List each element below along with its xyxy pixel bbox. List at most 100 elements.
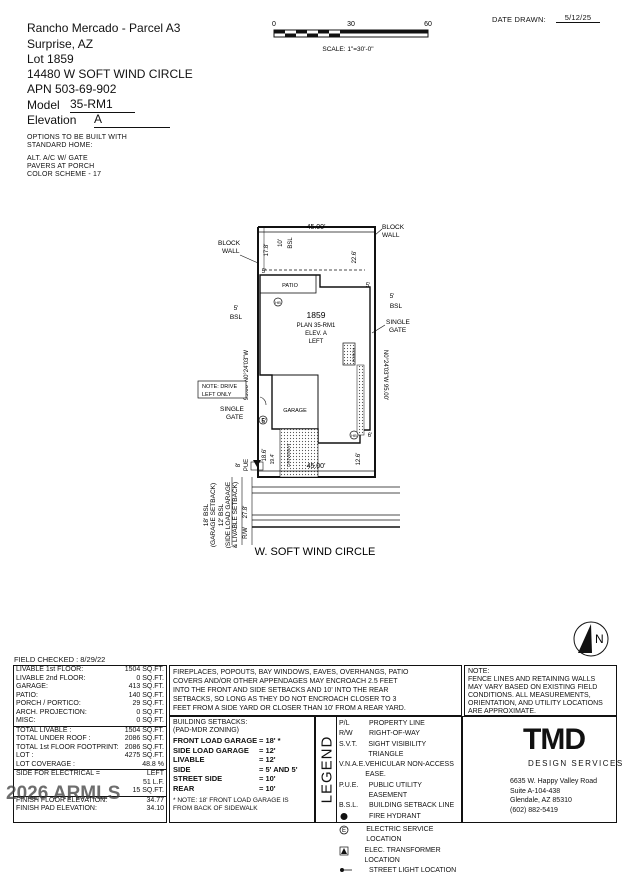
rot-1: 18' BSL [203, 503, 210, 526]
area-row: PATIO:140 SQ.FT. [14, 692, 166, 701]
electric-service-icon: E [339, 825, 349, 835]
bsl-left-num: 5' [234, 305, 239, 312]
lot-boundary [257, 226, 376, 478]
legend-text: RIGHT-OF-WAY [369, 730, 420, 738]
legend-key: V.N.A.E. [339, 761, 366, 769]
north-letter: N [595, 632, 604, 646]
fence-1: NOTE: [468, 668, 490, 675]
total-row-label: LOT : [16, 752, 34, 759]
transformer-icon [339, 846, 349, 855]
total-row: TOTAL 1st FLOOR FOOTPRINT:2086 SQ.FT. [14, 744, 166, 753]
bearing-left: 95.00' N0°24'03"W [244, 350, 250, 401]
legend-text: ELEC. TRANSFORMER LOCATION [364, 846, 441, 864]
svg-text:E: E [342, 828, 346, 834]
setbacks-note-1: * NOTE: 18' FRONT LOAD GARAGE IS [173, 797, 289, 804]
bsl-right: BSL [390, 303, 403, 310]
setbacks-box: BUILDING SETBACKS: (PAD-MDR ZONING) FRON… [169, 716, 315, 823]
area-row: PORCH / PORTICO:29 SQ.FT. [14, 700, 166, 709]
area-row-label: MISC: [16, 717, 36, 724]
elevation-row-value: 34.77 [146, 796, 164, 804]
legend-key: E [339, 825, 366, 846]
apn: APN 503-69-902 [27, 82, 117, 96]
setback-label: REAR [173, 783, 195, 793]
company-address-3: Glendale, AZ 85310 [510, 797, 572, 804]
elevation-value: A [94, 112, 170, 128]
setback-row: LIVABLE= 12' [173, 755, 311, 765]
company-address-1: 6635 W. Happy Valley Road [510, 778, 598, 785]
setback-label: SIDE LOAD GARAGE [173, 745, 249, 755]
setback-label: LIVABLE [173, 755, 205, 764]
fence-3: MAY VARY BASED ON EXISTING FIELD [468, 684, 598, 691]
setback-row: SIDE = 5' AND 5' [173, 765, 311, 775]
model-label: Model [27, 98, 60, 112]
setbacks-title-2: (PAD-MDR ZONING) [173, 727, 239, 734]
company-address-4: (602) 882-5419 [510, 806, 558, 814]
legend-key: B.S.L. [339, 802, 359, 810]
total-row-label: TOTAL UNDER ROOF : [16, 735, 91, 742]
area-row: LIVABLE 1st FLOOR:1504 SQ.FT. [14, 666, 166, 675]
north-arrow-icon: N [573, 621, 609, 657]
legend-key: S.V.T. [339, 740, 358, 748]
driveway [279, 428, 319, 478]
hb-bottom: HB [351, 433, 357, 438]
area-table: LIVABLE 1st FLOOR:1504 SQ.FT.LIVABLE 2nd… [13, 665, 167, 823]
company-box: TMD DESIGN SERVICES 6635 W. Happy Valley… [462, 716, 622, 823]
electric-row-value: 51 L.F. [142, 778, 164, 786]
electric-row: SIDE FOR ELECTRICAL =LEFT [14, 770, 166, 779]
pue: PUE [244, 459, 250, 471]
electric-row: 15 SQ.FT. [14, 787, 166, 796]
legend-key [339, 812, 369, 825]
legend-text: STREET LIGHT LOCATION [369, 867, 457, 875]
area-row: MISC: 0 SQ.FT. [14, 717, 166, 726]
setback-value: = 5' AND 5' [259, 764, 298, 774]
setback-label: SIDE [173, 764, 191, 774]
setback-row: REAR = 10' [173, 784, 311, 794]
legend-key: P/L [339, 720, 350, 727]
street-name: W. SOFT WIND CIRCLE [255, 546, 376, 558]
company-logo: TMD [523, 723, 586, 756]
option-3: COLOR SCHEME - 17 [27, 171, 102, 178]
lot: Lot 1859 [27, 52, 74, 66]
electric-row-label: SIDE FOR ELECTRICAL = [16, 770, 100, 777]
area-row-value: 29 SQ.FT. [132, 700, 164, 707]
legend-key: P.U.E. [339, 781, 359, 789]
encroach-1: FIREPLACES, POPOUTS, BAY WINDOWS, EAVES,… [173, 669, 409, 676]
area-row: ARCH. PROJECTION:0 SQ.FT. [14, 709, 166, 718]
setback-value: = 10' [259, 783, 276, 793]
legend-title: LEGEND [318, 735, 336, 804]
patio-label: PATIO [282, 283, 298, 289]
plan-line-2: ELEV. A [305, 331, 327, 337]
area-row-value: 140 SQ.FT. [128, 691, 164, 699]
scale-label: SCALE: 1"=30'-0" [322, 46, 374, 53]
elevation-row: FINISH FLOOR ELEVATION: 34.77 [14, 797, 166, 806]
elevation-row-label: FINISH FLOOR ELEVATION: [16, 796, 108, 804]
note-drive-2: LEFT ONLY [202, 392, 232, 398]
company-subtitle: DESIGN SERVICES [528, 759, 624, 768]
fence-5: ORIENTATION, AND UTILITY LOCATIONS [468, 700, 603, 707]
block-wall-right-2: WALL [382, 232, 400, 239]
e-marker: E [261, 418, 265, 424]
project-name: Rancho Mercado - Parcel A3 [27, 21, 181, 35]
setback-row: STREET SIDE= 10' [173, 774, 311, 784]
single-gate-right-1: SINGLE [386, 319, 411, 326]
setback-12-6: 12.6' [356, 453, 362, 466]
six-right: 6' [368, 433, 372, 439]
rot-5: & LIVABLE SETBACK) [232, 482, 239, 548]
block-wall-left-2: WALL [222, 248, 240, 255]
total-row: LOT COVERAGE :48.8 % [14, 761, 166, 770]
area-row: GARAGE:413 SQ.FT. [14, 683, 166, 692]
setback-value: = 18' * [259, 736, 281, 745]
setback-10: 10' [278, 239, 284, 247]
hb-top: HB [275, 300, 281, 305]
electric-row: 51 L.F. [14, 779, 166, 788]
patio [259, 274, 317, 294]
elevation-row-value: 34.10 [146, 805, 164, 812]
total-row-value: 2086 SQ.FT. [124, 735, 164, 742]
legend-text: PROPERTY LINE [369, 720, 425, 727]
bsl-right-num: 5' [390, 293, 395, 300]
area-row-value: 0 SQ.FT. [136, 717, 164, 724]
encroach-4: SETBACKS, SO LONG AS THEY DO NOT ENCROAC… [173, 696, 397, 703]
